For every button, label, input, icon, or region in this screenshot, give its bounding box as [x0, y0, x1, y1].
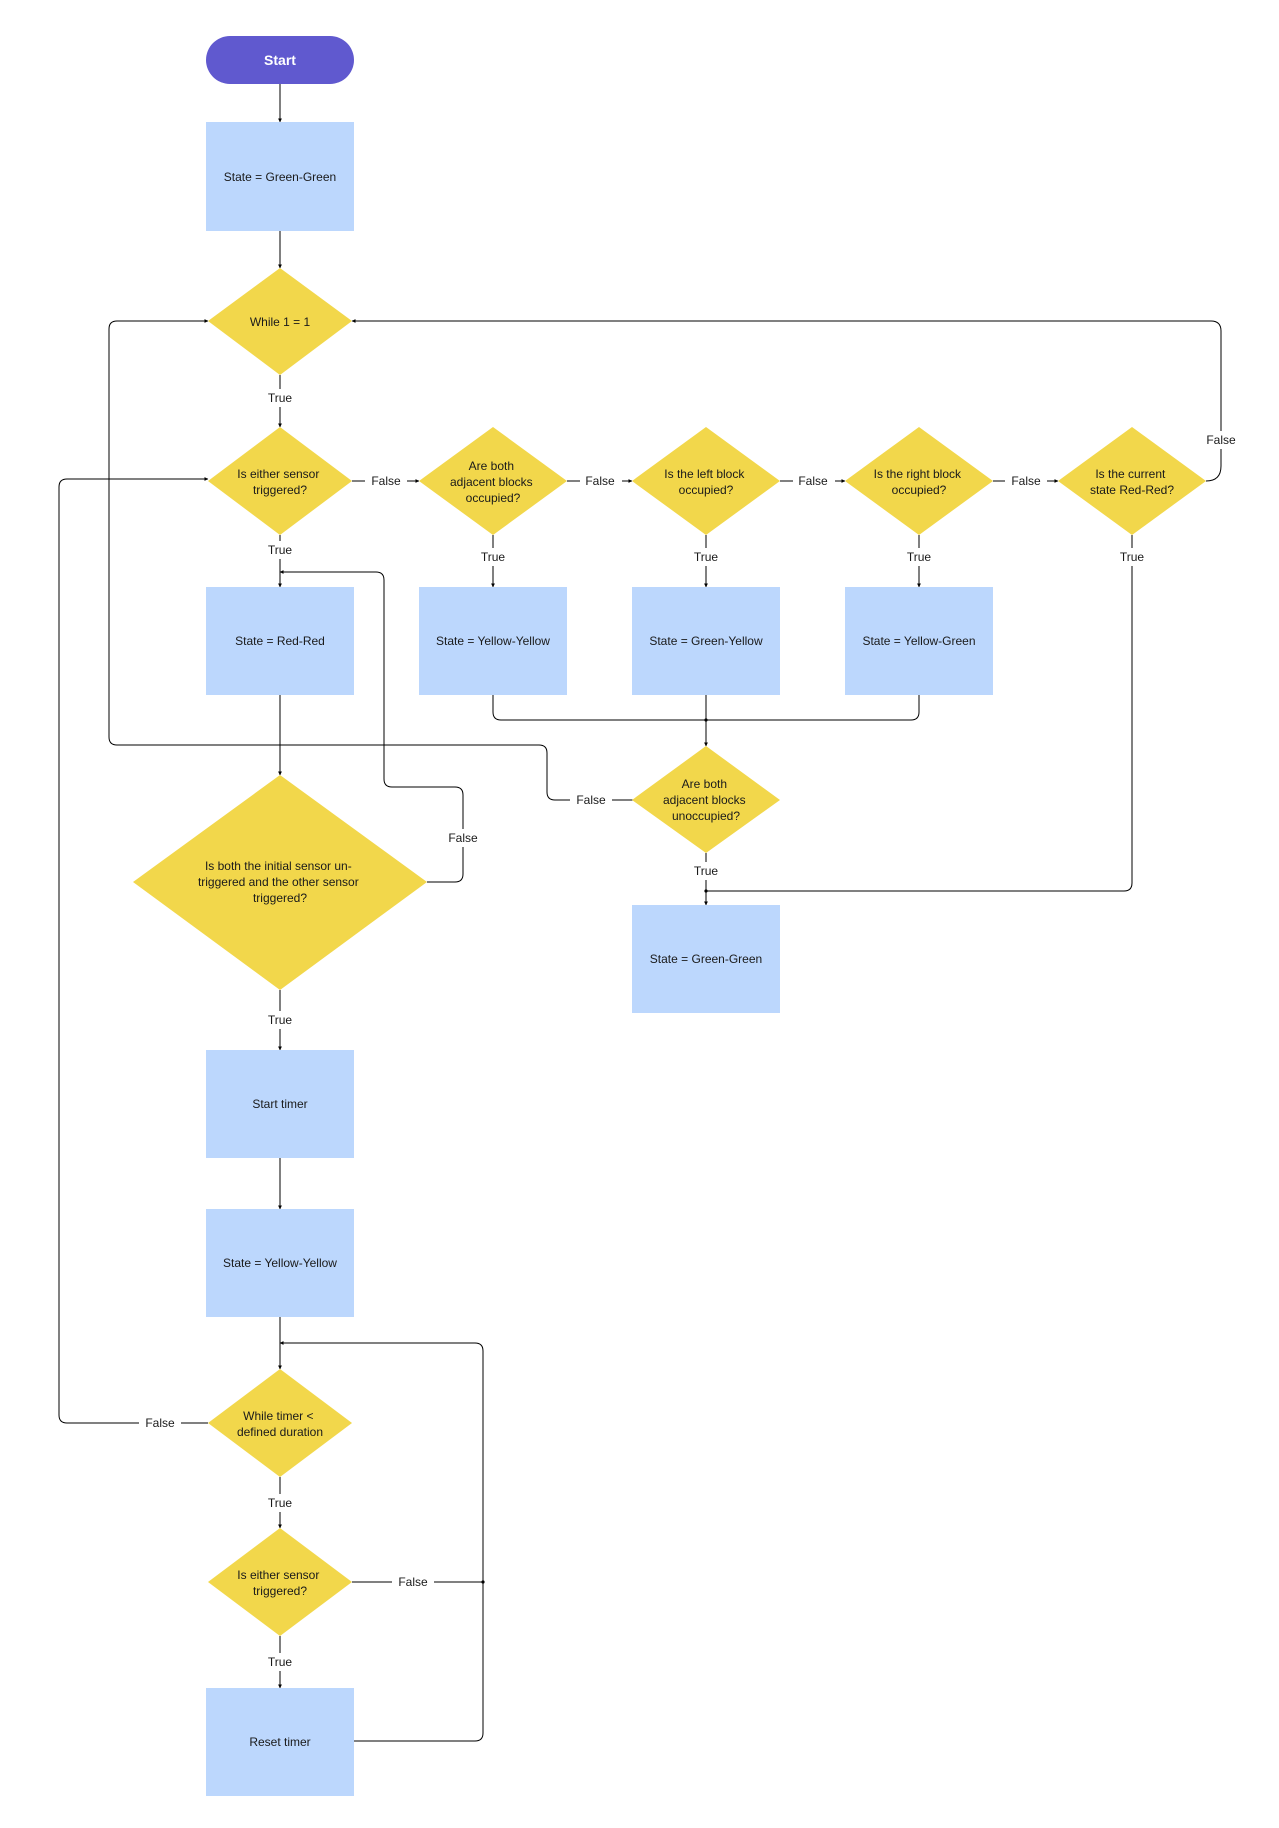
edge-label-true: True: [481, 550, 506, 564]
either-sensor-label: Is either sensor triggered?: [237, 1568, 322, 1598]
edge-label-true: True: [268, 543, 293, 557]
both-adjacent-unoccupied-label: Are both adjacent blocks unoccupied?: [663, 777, 749, 823]
start-shape: [206, 36, 354, 84]
right-block-occupied-label: Is the right block occupied?: [874, 467, 965, 497]
edge-label-false: False: [448, 831, 478, 845]
edge-redred-check-true: [706, 535, 1133, 892]
edge-label-false: False: [585, 474, 615, 488]
both-adjacent-occupied-label: Are both adjacent blocks occupied?: [450, 459, 536, 505]
state-green-yellow-box[interactable]: State = Green-Yellow: [632, 587, 780, 695]
edge-label-true: True: [1120, 550, 1145, 564]
edge-label-true: True: [268, 1496, 293, 1510]
edge-label-true: True: [268, 391, 293, 405]
edge-label-true: True: [268, 1013, 293, 1027]
state-green-green-label: State = Green-Green: [650, 952, 762, 966]
edge-redred-false-to-while: [351, 319, 1222, 482]
while-timer-decision[interactable]: While timer < defined duration: [208, 1369, 352, 1477]
current-state-red-red-decision[interactable]: Is the current state Red-Red?: [1058, 427, 1206, 535]
reset-timer-box[interactable]: Reset timer: [206, 1688, 354, 1796]
start-terminal[interactable]: Start: [206, 36, 354, 84]
either-sensor-decision[interactable]: Is either sensor triggered?: [208, 427, 352, 535]
edge-labels: True False False False False False True …: [139, 389, 1242, 1671]
while-loop-decision[interactable]: While 1 = 1: [208, 268, 352, 375]
edge-label-false: False: [398, 1575, 428, 1589]
current-state-red-red-label: Is the current state Red-Red?: [1090, 467, 1174, 497]
state-yellow-yellow-label: State = Yellow-Yellow: [436, 634, 550, 648]
state-red-red-box[interactable]: State = Red-Red: [206, 587, 354, 695]
state-yellow-yellow-box[interactable]: State = Yellow-Yellow: [206, 1209, 354, 1317]
right-block-occupied-decision[interactable]: Is the right block occupied?: [845, 427, 993, 535]
state-green-green-box[interactable]: State = Green-Green: [632, 905, 780, 1013]
state-yellow-green-label: State = Yellow-Green: [862, 634, 975, 648]
state-yellow-green-box[interactable]: State = Yellow-Green: [845, 587, 993, 695]
edge-initial-false-loop: [279, 570, 464, 883]
edge-label-false: False: [371, 474, 401, 488]
edge-label-true: True: [268, 1655, 293, 1669]
edge-whiletimer-false-to-sensor1: [58, 477, 209, 1424]
state-yellow-yellow-label: State = Yellow-Yellow: [223, 1256, 337, 1270]
edge-reset-loop-back: [279, 1341, 484, 1742]
edge-label-false: False: [576, 793, 606, 807]
edge-label-false: False: [798, 474, 828, 488]
both-adjacent-unoccupied-decision[interactable]: Are both adjacent blocks unoccupied?: [632, 746, 780, 853]
left-block-occupied-label: Is the left block occupied?: [664, 467, 747, 497]
initial-untriggered-label: Is both the initial sensor un- triggered…: [198, 859, 362, 905]
edge-label-true: True: [907, 550, 932, 564]
edge-label-true: True: [694, 550, 719, 564]
state-red-red-label: State = Red-Red: [235, 634, 325, 648]
either-sensor-decision[interactable]: Is either sensor triggered?: [208, 1528, 352, 1636]
state-green-green-label: State = Green-Green: [224, 170, 336, 184]
edge-label-false: False: [145, 1416, 175, 1430]
initial-untriggered-decision[interactable]: Is both the initial sensor un- triggered…: [133, 775, 427, 990]
start-label: Start: [264, 52, 296, 68]
both-adjacent-occupied-decision[interactable]: Are both adjacent blocks occupied?: [419, 427, 567, 535]
edge-unocc-false-to-while: [108, 319, 634, 801]
while-timer-label: While timer < defined duration: [237, 1409, 323, 1439]
edge-label-true: True: [694, 864, 719, 878]
state-yellow-yellow-box[interactable]: State = Yellow-Yellow: [419, 587, 567, 695]
either-sensor-label: Is either sensor triggered?: [237, 467, 322, 497]
reset-timer-label: Reset timer: [249, 1735, 310, 1749]
nodes: Start State = Green-Green While 1 = 1 Is…: [133, 36, 1206, 1796]
state-green-yellow-label: State = Green-Yellow: [649, 634, 763, 648]
edge-label-false: False: [1011, 474, 1041, 488]
junctions: [481, 718, 708, 1584]
edge-label-false: False: [1206, 433, 1236, 447]
start-timer-box[interactable]: Start timer: [206, 1050, 354, 1158]
left-block-occupied-decision[interactable]: Is the left block occupied?: [632, 427, 780, 535]
start-timer-label: Start timer: [252, 1097, 307, 1111]
state-green-green-box[interactable]: State = Green-Green: [206, 122, 354, 231]
while-loop-label: While 1 = 1: [250, 315, 311, 329]
